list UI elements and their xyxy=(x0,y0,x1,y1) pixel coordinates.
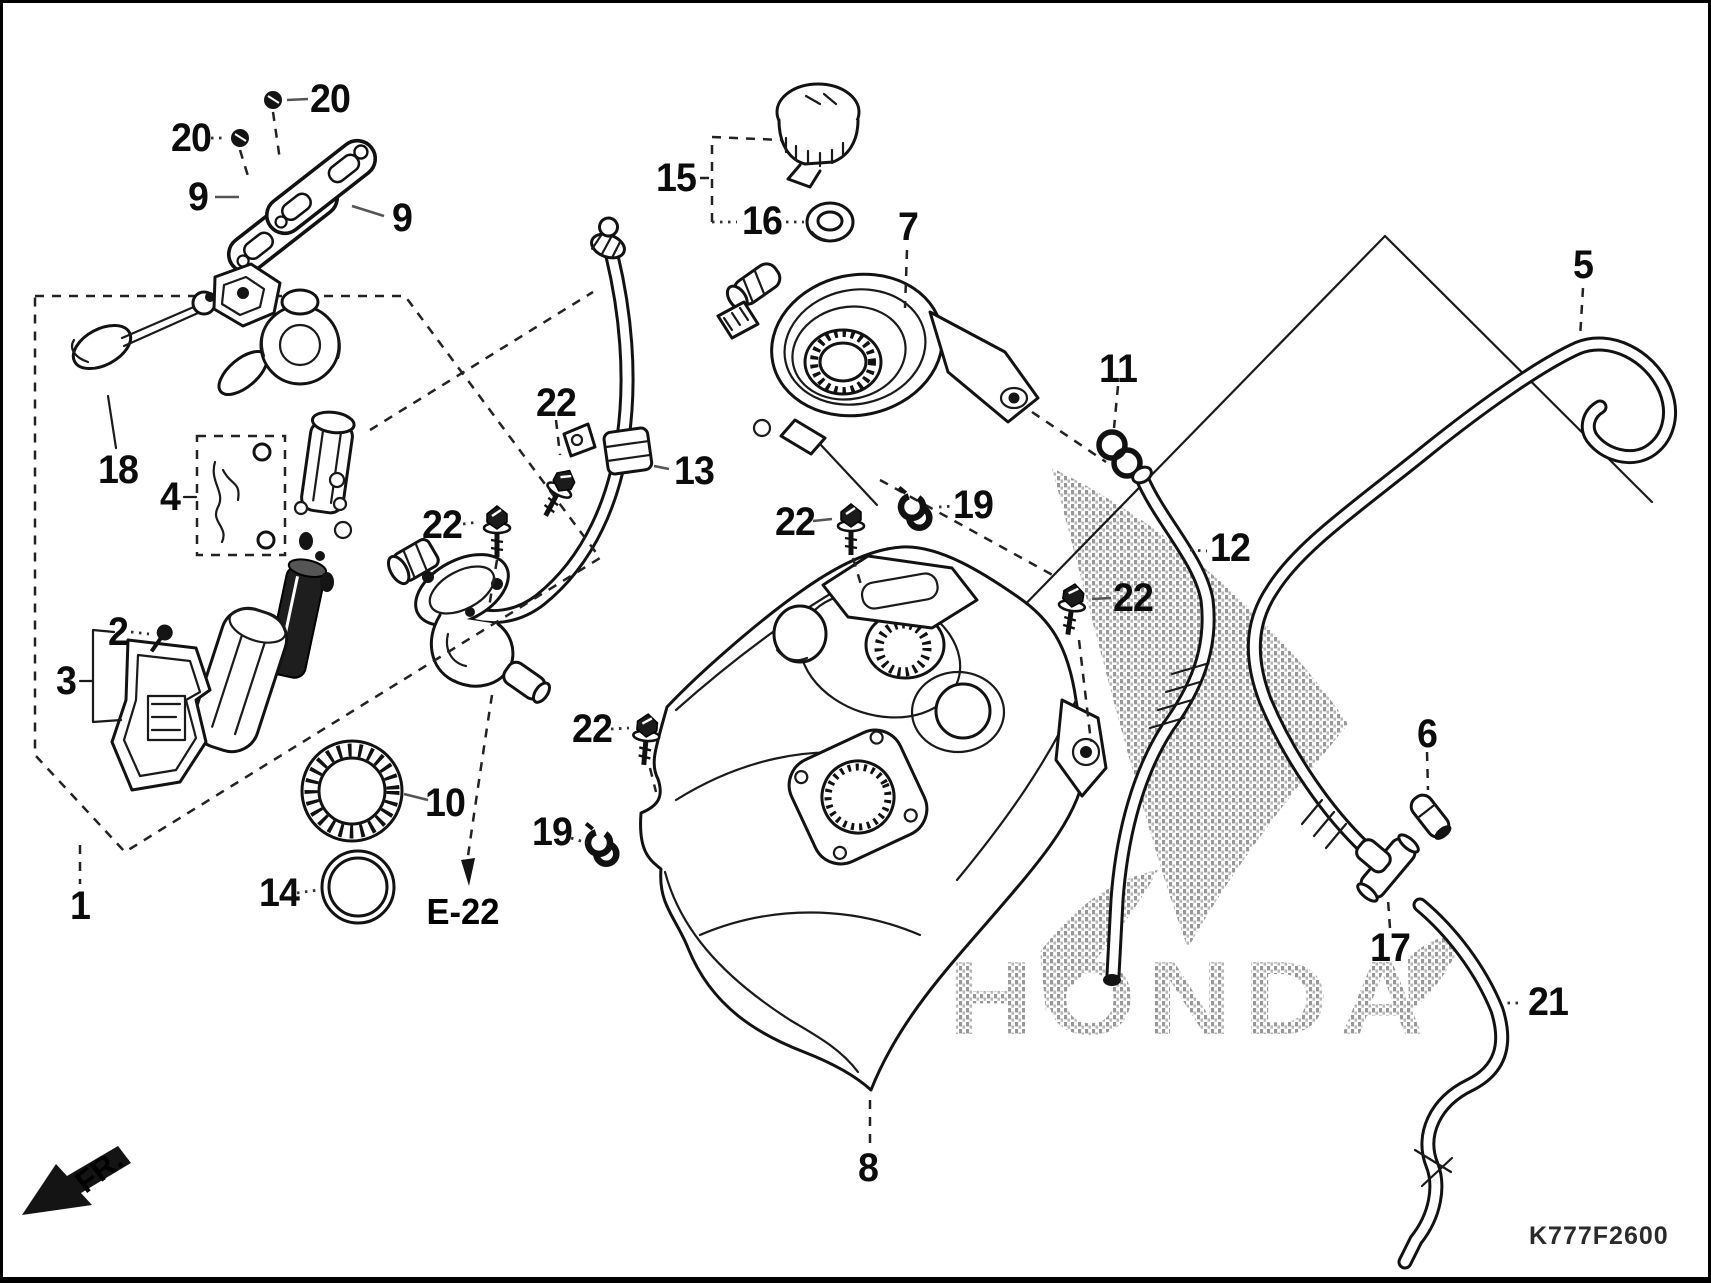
callout-22: 22 xyxy=(1113,576,1154,620)
label-bracket-15 xyxy=(700,135,804,224)
callout-21: 21 xyxy=(1528,980,1569,1024)
part-22-bolts xyxy=(462,419,1112,793)
callout-8: 8 xyxy=(858,1146,879,1190)
callout-12: 12 xyxy=(1210,526,1251,570)
part-14-o-ring xyxy=(296,849,396,925)
callout-5: 5 xyxy=(1573,243,1594,287)
callout-19: 19 xyxy=(532,810,573,854)
section-ref-label: E-22 xyxy=(426,891,500,932)
callout-3: 3 xyxy=(56,659,77,703)
callout-22: 22 xyxy=(775,500,816,544)
callout-9: 9 xyxy=(392,196,413,240)
part-10-lock-ring xyxy=(300,739,429,843)
callout-16: 16 xyxy=(742,199,783,243)
honda-watermark-text: HONDA xyxy=(948,941,1436,1057)
callout-22: 22 xyxy=(536,381,577,425)
part-5-breather-hose xyxy=(1246,287,1677,856)
callout-2: 2 xyxy=(108,610,129,654)
fuel-pump-unit xyxy=(191,262,356,754)
part-11-grommet xyxy=(1096,385,1143,479)
fuel-valve-petcock xyxy=(386,538,551,886)
callout-17: 17 xyxy=(1370,926,1411,970)
part-9-rubber-mounts xyxy=(211,91,385,282)
fuel-feed-hose xyxy=(454,216,635,625)
part-1-pump-enclosure xyxy=(33,290,602,884)
callout-14: 14 xyxy=(259,871,300,915)
part-3-bracket xyxy=(78,628,212,792)
callout-4: 4 xyxy=(160,475,181,519)
callout-11: 11 xyxy=(1099,347,1138,391)
front-direction-arrow: FR. xyxy=(22,1142,131,1215)
callout-20: 20 xyxy=(171,116,212,160)
callout-7: 7 xyxy=(898,205,919,249)
part-12-drain-tube xyxy=(1103,465,1216,986)
part-4-wire-detail-box xyxy=(182,434,313,557)
callout-18: 18 xyxy=(98,448,139,492)
callout-15: 15 xyxy=(656,156,697,200)
part-15-fuel-cap xyxy=(775,82,861,189)
callout-19: 19 xyxy=(953,483,994,527)
part-2-screw xyxy=(130,624,173,653)
part-8-fuel-tank xyxy=(639,478,1108,1148)
part-code-label: K777F2600 xyxy=(1529,1222,1669,1250)
callout-22: 22 xyxy=(422,503,463,547)
part-16-seal-ring xyxy=(805,201,855,243)
part-13-hose-clamp xyxy=(562,422,670,476)
callout-13: 13 xyxy=(674,449,715,493)
callout-6: 6 xyxy=(1417,712,1438,756)
part-17-t-joint xyxy=(1355,833,1420,929)
part-21-tube xyxy=(1397,897,1518,1270)
honda-watermark: HONDA xyxy=(948,468,1463,1057)
callout-10: 10 xyxy=(425,781,466,825)
callout-1: 1 xyxy=(70,884,91,928)
part-7-filler-neck xyxy=(716,249,1107,507)
part-19-clamps xyxy=(570,482,955,867)
part-6-cap xyxy=(1409,751,1452,840)
callout-9: 9 xyxy=(188,175,209,219)
callout-22: 22 xyxy=(572,707,613,751)
callout-20: 20 xyxy=(310,77,351,121)
part-18-float xyxy=(71,290,217,450)
